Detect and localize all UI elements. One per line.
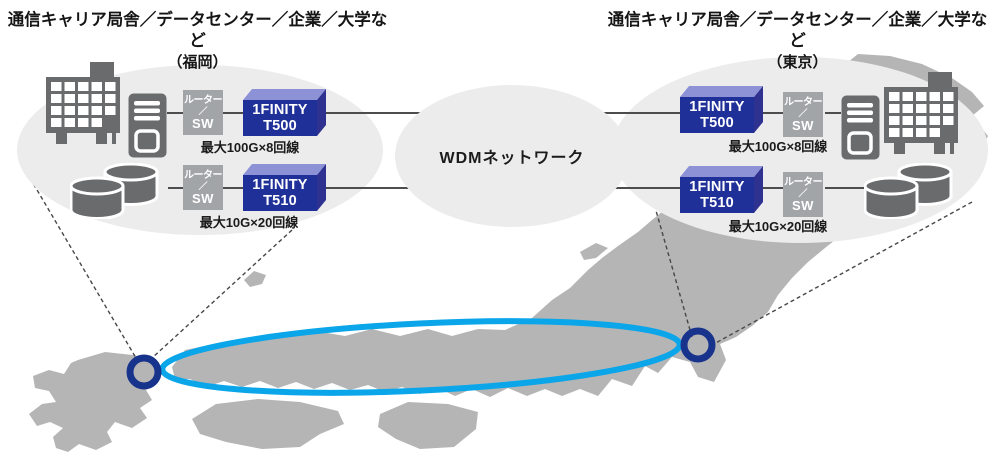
site-location-fukuoka: （福岡） <box>167 54 228 71</box>
site-title-fukuoka: 通信キャリア局舎／データセンター／企業／大学など <box>7 11 388 50</box>
connector-line <box>825 112 841 114</box>
building-icon <box>46 62 120 144</box>
wdm-network-label: WDMネットワーク <box>439 150 585 167</box>
tokyo-node-ring <box>680 327 716 363</box>
map-island-oki <box>244 271 266 287</box>
building-icon <box>884 72 958 154</box>
router-sw-box: ルーター ／ SW <box>183 90 223 135</box>
dashed-callout-line <box>151 229 293 359</box>
site-title-tokyo: 通信キャリア局舎／データセンター／企業／大学など <box>607 11 988 50</box>
connector-line <box>223 187 243 189</box>
wdm-network-ellipse: WDMネットワーク <box>395 85 629 227</box>
connector-line <box>750 112 783 114</box>
device-front-face: 1FINITY T500 <box>243 100 317 136</box>
map-island-shikoku <box>192 399 344 449</box>
capacity-label: 最大100G×8回線 <box>728 139 828 154</box>
database-icon <box>70 163 159 219</box>
device-front-face: 1FINITY T500 <box>680 97 754 133</box>
capacity-label: 最大100G×8回線 <box>200 140 300 155</box>
connector-line <box>750 187 783 189</box>
1finity-t500-device: 1FINITY T500 <box>243 89 327 136</box>
1finity-t500-device: 1FINITY T500 <box>680 86 764 133</box>
fukuoka-header: 通信キャリア局舎／データセンター／企業／大学など （福岡） <box>5 10 390 73</box>
map-island-sado <box>580 243 608 260</box>
server-icon <box>841 95 880 160</box>
capacity-label: 最大10G×20回線 <box>199 215 299 230</box>
connector-line <box>167 112 183 114</box>
connector-line <box>825 187 866 189</box>
capacity-label: 最大10G×20回線 <box>728 219 828 234</box>
device-top-face <box>680 86 764 97</box>
site-location-tokyo: （東京） <box>767 54 828 71</box>
device-front-face: 1FINITY T510 <box>243 175 317 211</box>
server-icon <box>128 93 167 158</box>
1finity-t510-device: 1FINITY T510 <box>680 166 764 213</box>
device-front-face: 1FINITY T510 <box>680 177 754 213</box>
tokyo-header: 通信キャリア局舎／データセンター／企業／大学など （東京） <box>605 10 990 73</box>
router-sw-box: ルーター ／ SW <box>183 165 223 210</box>
device-top-face <box>243 164 327 175</box>
connector-line <box>168 187 183 189</box>
device-top-face <box>243 89 327 100</box>
1finity-t510-device: 1FINITY T510 <box>243 164 327 211</box>
device-top-face <box>680 166 764 177</box>
fukuoka-node-ring <box>126 354 162 390</box>
map-island-kyushu <box>29 352 160 452</box>
dashed-callout-line <box>711 201 973 346</box>
router-sw-box: ルーター ／ SW <box>783 92 823 137</box>
wdm-link-ellipse <box>159 318 683 396</box>
map-kii-peninsula <box>378 402 478 449</box>
router-sw-box: ルーター ／ SW <box>783 172 823 217</box>
database-icon <box>864 163 953 219</box>
connector-line <box>223 112 243 114</box>
